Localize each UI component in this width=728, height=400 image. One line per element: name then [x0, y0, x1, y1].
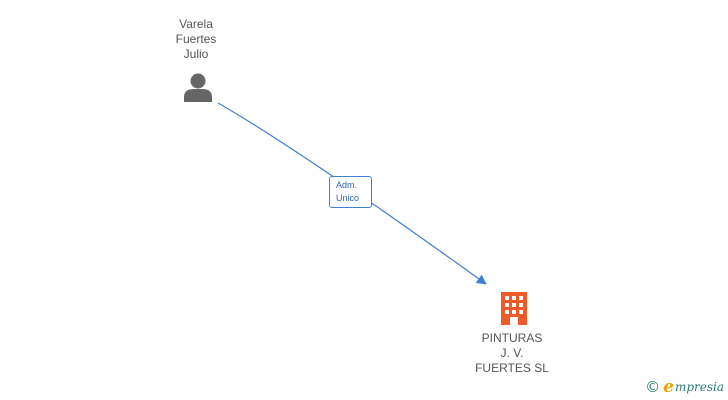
person-name-line: Julio: [183, 47, 209, 61]
relationship-edge-line: [217, 102, 487, 285]
person-name-line: Varela: [179, 17, 213, 31]
role-line: Unico: [336, 193, 360, 203]
brand-name: mpresia: [674, 380, 724, 394]
empresia-watermark: © e mpresia: [645, 377, 724, 397]
relationship-role-label: Adm. Unico: [329, 176, 372, 208]
person-name-line: Fuertes: [175, 32, 217, 46]
brand-initial: e: [663, 377, 674, 397]
role-line: Adm.: [336, 180, 358, 190]
company-name-label[interactable]: PINTURAS J. V. FUERTES SL: [452, 331, 572, 376]
company-name-line: J. V.: [500, 346, 524, 360]
company-name-line: FUERTES SL: [475, 361, 549, 375]
copyright-icon: ©: [645, 378, 661, 396]
company-name-line: PINTURAS: [481, 331, 543, 345]
person-icon[interactable]: [184, 73, 212, 103]
person-name-label[interactable]: Varela Fuertes Julio: [146, 17, 246, 62]
building-icon[interactable]: [501, 292, 527, 325]
